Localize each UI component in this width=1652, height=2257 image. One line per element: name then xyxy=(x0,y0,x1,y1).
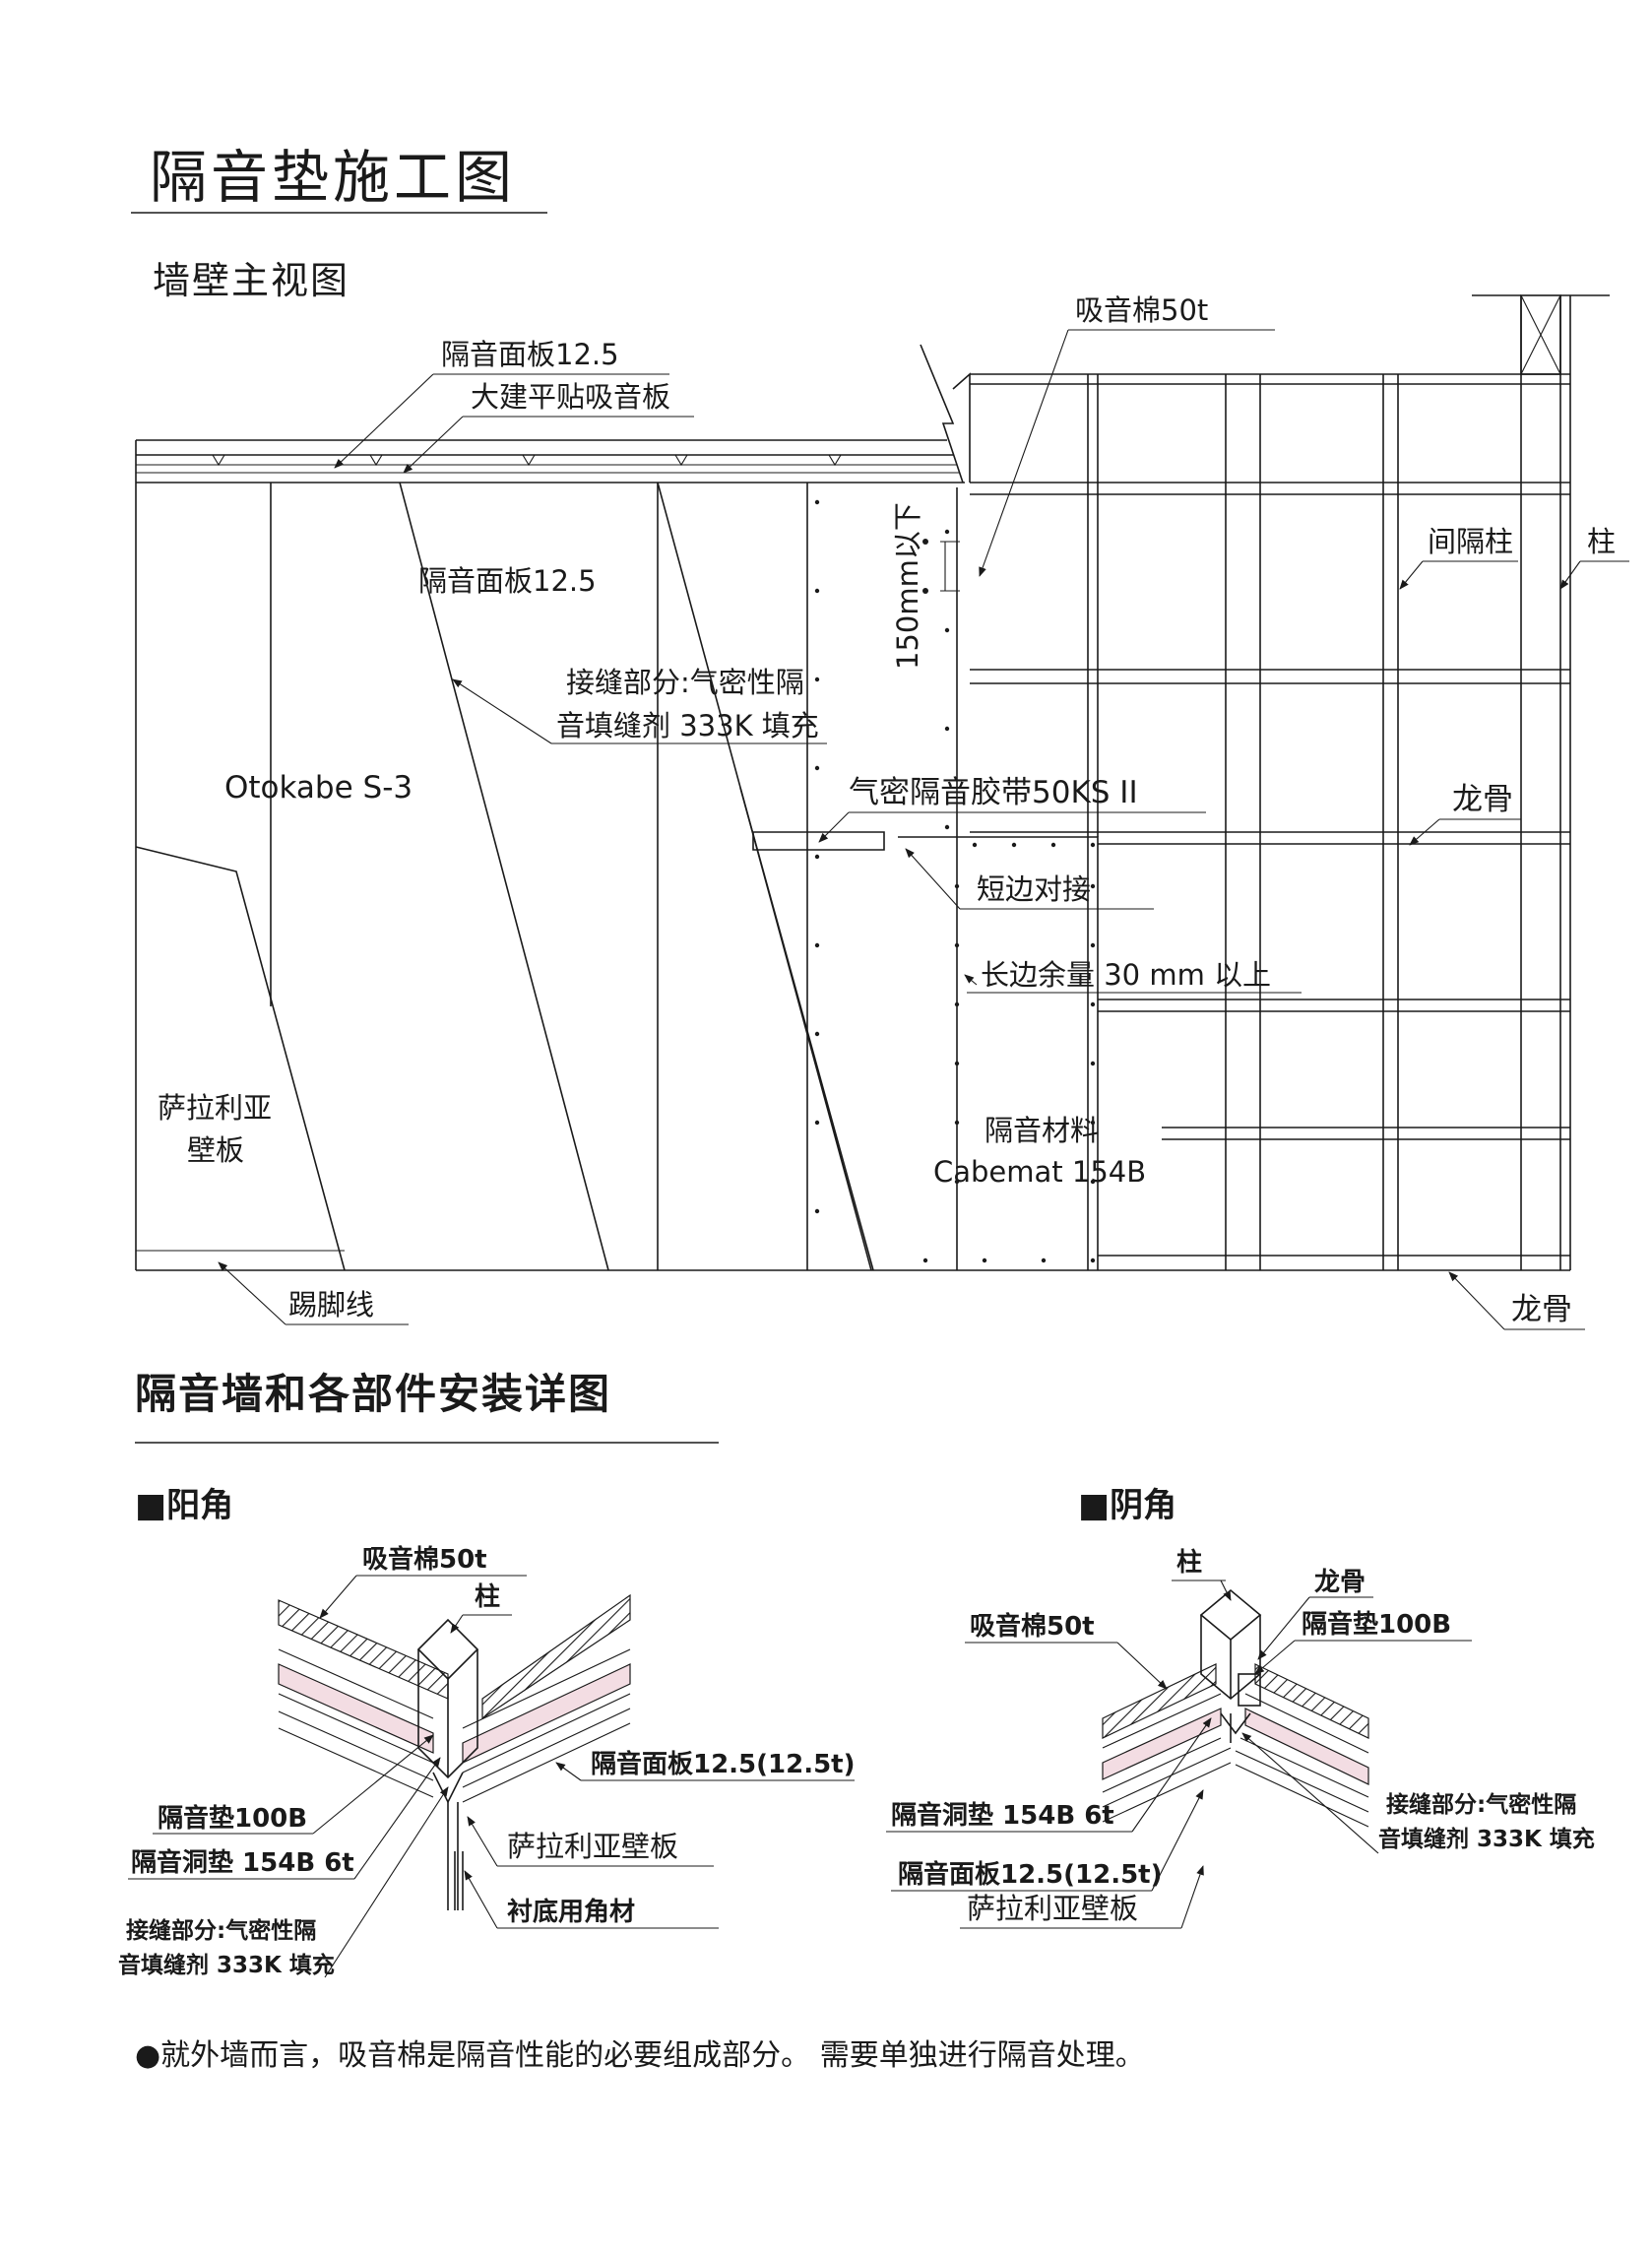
label-otokabe: Otokabe S-3 xyxy=(224,770,413,806)
ic-label-salaria: 萨拉利亚壁板 xyxy=(967,1892,1138,1925)
label-spacing: 150mm以下 xyxy=(891,502,924,670)
oc-label-angle: 衬底用角材 xyxy=(507,1897,635,1927)
oc-label-seam-1: 接缝部分:气密性隔 xyxy=(126,1917,316,1944)
label-seam-2: 音填缝剂 333K 填充 xyxy=(556,709,819,742)
oc-label-pad: 隔音垫100B xyxy=(158,1803,307,1834)
ic-label-pad: 隔音垫100B xyxy=(1302,1609,1451,1640)
label-long-edge: 长边余量 30 mm 以上 xyxy=(981,958,1271,992)
inner-corner-drawing xyxy=(1102,1588,1369,1828)
page-title: 隔音垫施工图 xyxy=(150,144,516,211)
front-view-drawing xyxy=(135,294,1610,1271)
oc-label-seam-2: 音填缝剂 333K 填充 xyxy=(118,1952,335,1978)
label-stud-gap: 间隔柱 xyxy=(1428,525,1513,558)
ic-label-keel: 龙骨 xyxy=(1314,1568,1366,1597)
label-daken: 大建平贴吸音板 xyxy=(471,380,670,414)
oc-label-salaria: 萨拉利亚壁板 xyxy=(507,1830,678,1863)
detail-title: 隔音墙和各部件安装详图 xyxy=(135,1370,611,1418)
oc-label-wool: 吸音棉50t xyxy=(362,1544,487,1575)
ic-label-panel: 隔音面板12.5(12.5t) xyxy=(898,1859,1163,1890)
outer-corner-heading: ■阳角 xyxy=(135,1486,233,1525)
inner-corner-labels: 柱 龙骨 吸音棉50t 隔音垫100B 接缝部分:气密性隔 音填缝剂 333K … xyxy=(886,1548,1595,1929)
footnote: ●就外墙而言，吸音棉是隔音性能的必要组成部分。 需要单独进行隔音处理。 xyxy=(135,2038,1145,2073)
ic-label-hole-pad: 隔音洞垫 154B 6t xyxy=(891,1800,1114,1831)
oc-label-hole-pad: 隔音洞垫 154B 6t xyxy=(131,1847,354,1878)
label-material-2: Cabemat 154B xyxy=(933,1155,1146,1189)
label-panel-mid: 隔音面板12.5 xyxy=(418,564,597,598)
oc-label-column: 柱 xyxy=(475,1582,500,1612)
label-wool: 吸音棉50t xyxy=(1075,293,1208,327)
label-salaria-1: 萨拉利亚 xyxy=(158,1091,272,1125)
label-short-edge: 短边对接 xyxy=(977,872,1091,906)
ic-label-column: 柱 xyxy=(1176,1548,1202,1578)
label-keel-mid: 龙骨 xyxy=(1452,782,1513,817)
outer-corner-labels: 吸音棉50t 柱 隔音面板12.5(12.5t) 隔音垫100B 隔音洞垫 15… xyxy=(118,1544,856,1978)
label-column: 柱 xyxy=(1587,525,1616,558)
ic-label-seam-1: 接缝部分:气密性隔 xyxy=(1386,1791,1576,1818)
label-keel-bottom: 龙骨 xyxy=(1511,1292,1572,1327)
front-view-labels: 隔音面板12.5 大建平贴吸音板 隔音面板12.5 接缝部分:气密性隔 音填缝剂… xyxy=(158,293,1629,1330)
label-material-1: 隔音材料 xyxy=(985,1114,1099,1147)
label-seam-1: 接缝部分:气密性隔 xyxy=(566,666,804,699)
ic-label-seam-2: 音填缝剂 333K 填充 xyxy=(1378,1826,1595,1852)
inner-corner-heading: ■阴角 xyxy=(1078,1486,1176,1525)
label-skirting: 踢脚线 xyxy=(288,1288,374,1322)
ic-label-wool: 吸音棉50t xyxy=(970,1611,1095,1642)
label-panel-top: 隔音面板12.5 xyxy=(441,338,619,371)
outer-corner-drawing xyxy=(278,1593,631,1910)
label-tape: 气密隔音胶带50KS II xyxy=(849,775,1138,810)
front-view-title: 墙壁主视图 xyxy=(153,259,349,302)
label-salaria-2: 壁板 xyxy=(187,1133,244,1167)
oc-label-panel: 隔音面板12.5(12.5t) xyxy=(591,1749,856,1779)
screw-dots xyxy=(814,499,1096,1263)
